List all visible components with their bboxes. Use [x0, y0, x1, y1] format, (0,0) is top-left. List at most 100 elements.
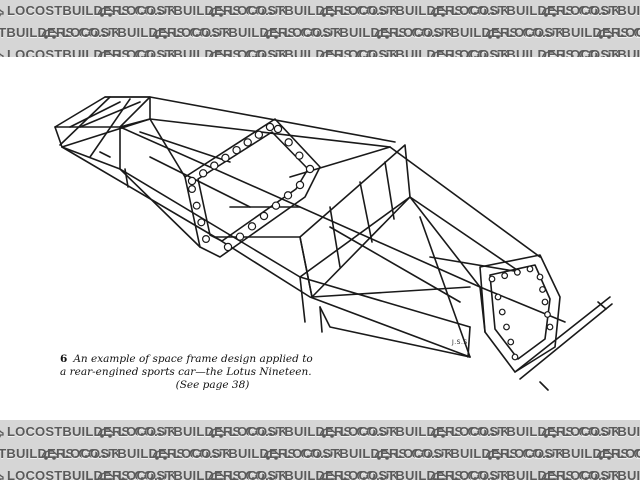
car-logo-icon: [97, 427, 115, 438]
watermark-text: LOCOSTBUILDERS.CO.UK: [41, 446, 232, 461]
car-logo-icon: [374, 28, 392, 39]
watermark-text: LOCOSTBUILDERS.CO.UK: [541, 3, 640, 18]
watermark-text: LOCOSTBUILDERS.CO.UK: [0, 446, 122, 461]
watermark-text: LOCOSTBUILDERS.CO.UK: [319, 47, 510, 57]
car-logo-icon: [541, 471, 559, 480]
watermark-text: LOCOSTBUILDERS.CO.UK: [0, 25, 122, 40]
lightening-hole: [254, 130, 264, 139]
car-logo-icon: [97, 6, 115, 17]
watermark-text: LOCOSTBUILDERS.CO.UK: [263, 446, 454, 461]
car-logo-icon: [374, 449, 392, 460]
lightening-hole: [198, 169, 208, 178]
watermark-text: LOCOSTBUILDERS.CO.UK: [41, 25, 232, 40]
lightening-hole: [210, 161, 219, 170]
watermark-text: LOCOSTBUILDERS.CO.UK: [0, 3, 177, 18]
car-logo-icon: [0, 50, 4, 57]
lightening-hole: [284, 138, 293, 147]
lightening-hole: [235, 232, 245, 241]
car-logo-icon: [485, 449, 503, 460]
car-logo-icon: [208, 6, 226, 17]
watermark-text: LOCOSTBUILDERS.CO.UK: [0, 424, 177, 439]
watermark-text: LOCOSTBUILDERS.CO.UK: [0, 47, 177, 57]
car-logo-icon: [0, 427, 4, 438]
lightening-hole: [511, 353, 519, 361]
car-logo-icon: [0, 6, 4, 17]
car-logo-icon: [596, 449, 614, 460]
lightening-hole: [232, 145, 241, 155]
car-logo-icon: [152, 28, 170, 39]
caption-line-2: a rear-engined sports car—the Lotus Nine…: [60, 366, 312, 378]
watermark-text: LOCOSTBUILDERS.CO.UK: [97, 47, 288, 57]
lightening-hole: [259, 211, 269, 221]
watermark-text: LOCOSTBUILDERS.CO.UK: [430, 424, 621, 439]
watermark-row: LOCOSTBUILDERS.CO.UKLOCOSTBUILDERS.CO.UK…: [0, 446, 640, 461]
watermark-text: LOCOSTBUILDERS.CO.UK: [208, 468, 399, 480]
watermark-text: LOCOSTBUILDERS.CO.UK: [208, 424, 399, 439]
lightening-hole: [223, 242, 233, 252]
lightening-hole: [539, 286, 546, 293]
watermark-row: LOCOSTBUILDERS.CO.UKLOCOSTBUILDERS.CO.UK…: [0, 25, 640, 40]
car-logo-icon: [41, 28, 59, 39]
lightening-hole: [197, 218, 206, 227]
car-logo-icon: [541, 6, 559, 17]
watermark-text: LOCOSTBUILDERS.CO.UK: [374, 446, 565, 461]
watermark-text: LOCOSTBUILDERS.CO.UK: [152, 446, 343, 461]
caption-page-reference: (See page 38): [175, 379, 250, 391]
watermark-text: LOCOSTBUILDERS.CO.UK: [152, 25, 343, 40]
watermark-text: LOCOSTBUILDERS.CO.UK: [319, 3, 510, 18]
lightening-hole: [192, 201, 201, 210]
watermark-text: LOCOSTBUILDERS.CO.UK: [97, 3, 288, 18]
watermark-text: LOCOSTBUILDERS.CO.UK: [430, 3, 621, 18]
car-logo-icon: [541, 427, 559, 438]
watermark-text: LOCOSTBUILDERS.CO.UK: [485, 25, 640, 40]
lightening-hole: [305, 164, 315, 174]
watermark-text: LOCOSTBUILDERS.CO.UK: [596, 25, 640, 40]
lightening-hole: [283, 191, 293, 200]
lightening-hole: [295, 151, 304, 160]
lightening-hole: [501, 272, 509, 280]
car-logo-icon: [541, 50, 559, 57]
lightening-hole: [295, 180, 305, 190]
watermark-text: LOCOSTBUILDERS.CO.UK: [541, 468, 640, 480]
car-logo-icon: [430, 427, 448, 438]
car-logo-icon: [430, 50, 448, 57]
car-logo-icon: [152, 449, 170, 460]
lightening-hole: [271, 201, 281, 210]
watermark-text: LOCOSTBUILDERS.CO.UK: [541, 47, 640, 57]
lightening-hole: [498, 308, 506, 316]
watermark-text: LOCOSTBUILDERS.CO.UK: [541, 424, 640, 439]
lightening-hole: [513, 268, 521, 276]
watermark-text: LOCOSTBUILDERS.CO.UK: [263, 25, 454, 40]
car-logo-icon: [208, 427, 226, 438]
watermark-text: LOCOSTBUILDERS.CO.UK: [208, 47, 399, 57]
car-logo-icon: [319, 6, 337, 17]
lightening-hole: [273, 124, 283, 134]
car-logo-icon: [41, 449, 59, 460]
lightening-hole: [243, 138, 252, 147]
caption-line-1: 6 An example of space frame design applie…: [60, 353, 335, 366]
lightening-hole: [488, 275, 496, 283]
watermark-text: LOCOSTBUILDERS.CO.UK: [485, 446, 640, 461]
car-logo-icon: [596, 28, 614, 39]
lightening-hole: [494, 293, 502, 301]
lightening-hole: [526, 265, 534, 273]
car-logo-icon: [263, 28, 281, 39]
watermark-text: LOCOSTBUILDERS.CO.UK: [430, 468, 621, 480]
watermark-text: LOCOSTBUILDERS.CO.UK: [596, 446, 640, 461]
lightening-hole: [541, 298, 549, 306]
lightening-hole: [507, 338, 515, 346]
car-logo-icon: [0, 471, 4, 480]
watermark-text: LOCOSTBUILDERS.CO.UK: [97, 424, 288, 439]
lightening-hole: [221, 153, 230, 163]
car-logo-icon: [430, 471, 448, 480]
artist-signature: J.S.S.: [452, 339, 471, 346]
car-logo-icon: [319, 471, 337, 480]
watermark-text: LOCOSTBUILDERS.CO.UK: [97, 468, 288, 480]
lightening-hole: [265, 122, 275, 132]
caption-text-1: An example of space frame design applied…: [73, 353, 313, 365]
figure-number: 6: [60, 353, 68, 365]
